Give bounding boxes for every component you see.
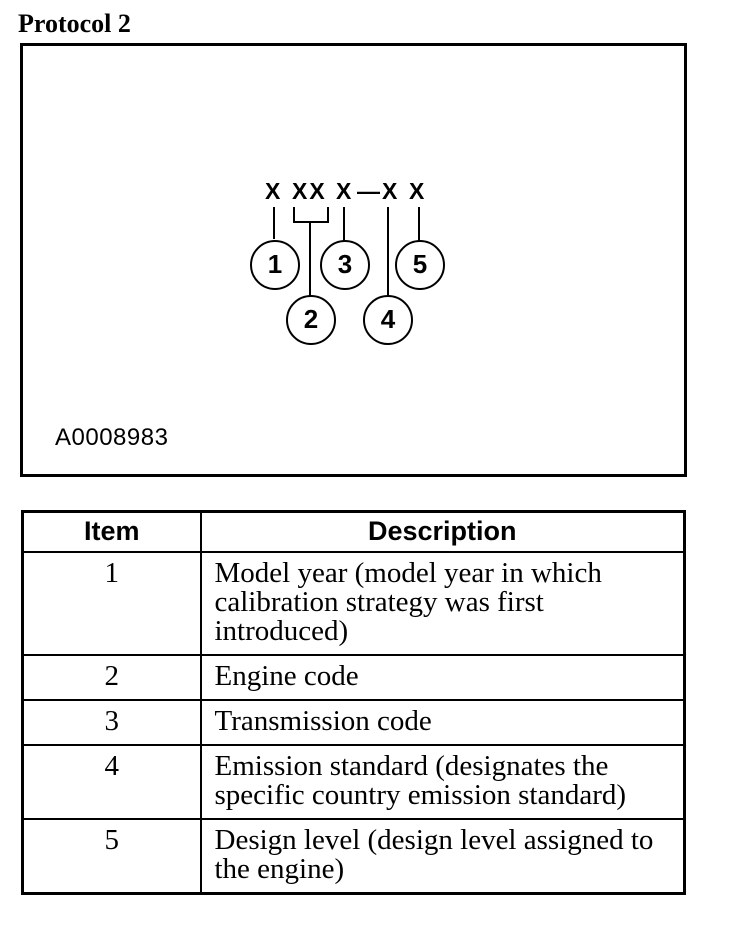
callout-line-1	[273, 206, 275, 239]
description-cell: Emission standard (designates the specif…	[199, 744, 686, 821]
code-char-5: X	[382, 177, 398, 204]
item-cell: 1	[21, 551, 202, 657]
callout-circle-2: 2	[286, 294, 336, 345]
description-text: Model year (model year in which calibrat…	[214, 557, 602, 648]
table-header-description: Description	[199, 510, 686, 554]
callout-line-3	[343, 206, 345, 241]
code-char-2-3: XX	[292, 177, 327, 204]
callout-circle-4: 4	[363, 294, 413, 345]
description-cell: Model year (model year in which calibrat…	[199, 551, 686, 657]
item-cell: 2	[21, 654, 202, 702]
description-text: Emission standard (designates the specif…	[214, 750, 627, 812]
table-header-item: Item	[21, 510, 202, 554]
table-row: 3 Transmission code	[21, 699, 686, 747]
callout-label-2: 2	[303, 304, 319, 335]
description-text: Design level (design level assigned to t…	[214, 824, 654, 886]
table-row: 4 Emission standard (designates the spec…	[21, 744, 686, 821]
table-row: 5 Design level (design level assigned to…	[21, 818, 686, 895]
callout-line-4	[387, 206, 389, 296]
callout-circle-3: 3	[320, 239, 370, 290]
table-row: 1 Model year (model year in which calibr…	[21, 551, 686, 657]
code-format-diagram: X XX X — X X 1 2 3 4 5 A0008983	[20, 42, 687, 477]
callout-label-5: 5	[412, 249, 428, 280]
callout-circle-1: 1	[250, 239, 300, 290]
callout-bracket-bottom	[293, 220, 329, 223]
callout-label-3: 3	[337, 249, 353, 280]
callout-bracket-right	[327, 206, 329, 223]
callout-circle-5: 5	[395, 239, 445, 290]
callout-label-1: 1	[267, 249, 283, 280]
description-text: Engine code	[214, 660, 359, 693]
item-cell: 3	[21, 699, 202, 747]
code-char-4: X	[336, 177, 352, 204]
callout-line-5	[418, 206, 420, 241]
description-cell: Transmission code	[199, 699, 686, 747]
item-cell: 5	[21, 818, 202, 895]
figure-code: A0008983	[55, 423, 169, 451]
callout-line-2	[309, 222, 311, 296]
callout-label-4: 4	[380, 304, 396, 335]
table-header-row: Item Description	[21, 510, 686, 554]
description-cell: Engine code	[199, 654, 686, 702]
description-cell: Design level (design level assigned to t…	[199, 818, 686, 895]
code-char-1: X	[265, 177, 281, 204]
item-description-table: Item Description 1 Model year (model yea…	[21, 509, 686, 896]
table-row: 2 Engine code	[21, 654, 686, 702]
dash-separator: —	[357, 177, 380, 204]
page-title: Protocol 2	[18, 9, 131, 38]
code-char-6: X	[409, 177, 425, 204]
callout-bracket-left	[293, 206, 295, 223]
item-cell: 4	[21, 744, 202, 821]
description-text: Transmission code	[214, 705, 432, 738]
